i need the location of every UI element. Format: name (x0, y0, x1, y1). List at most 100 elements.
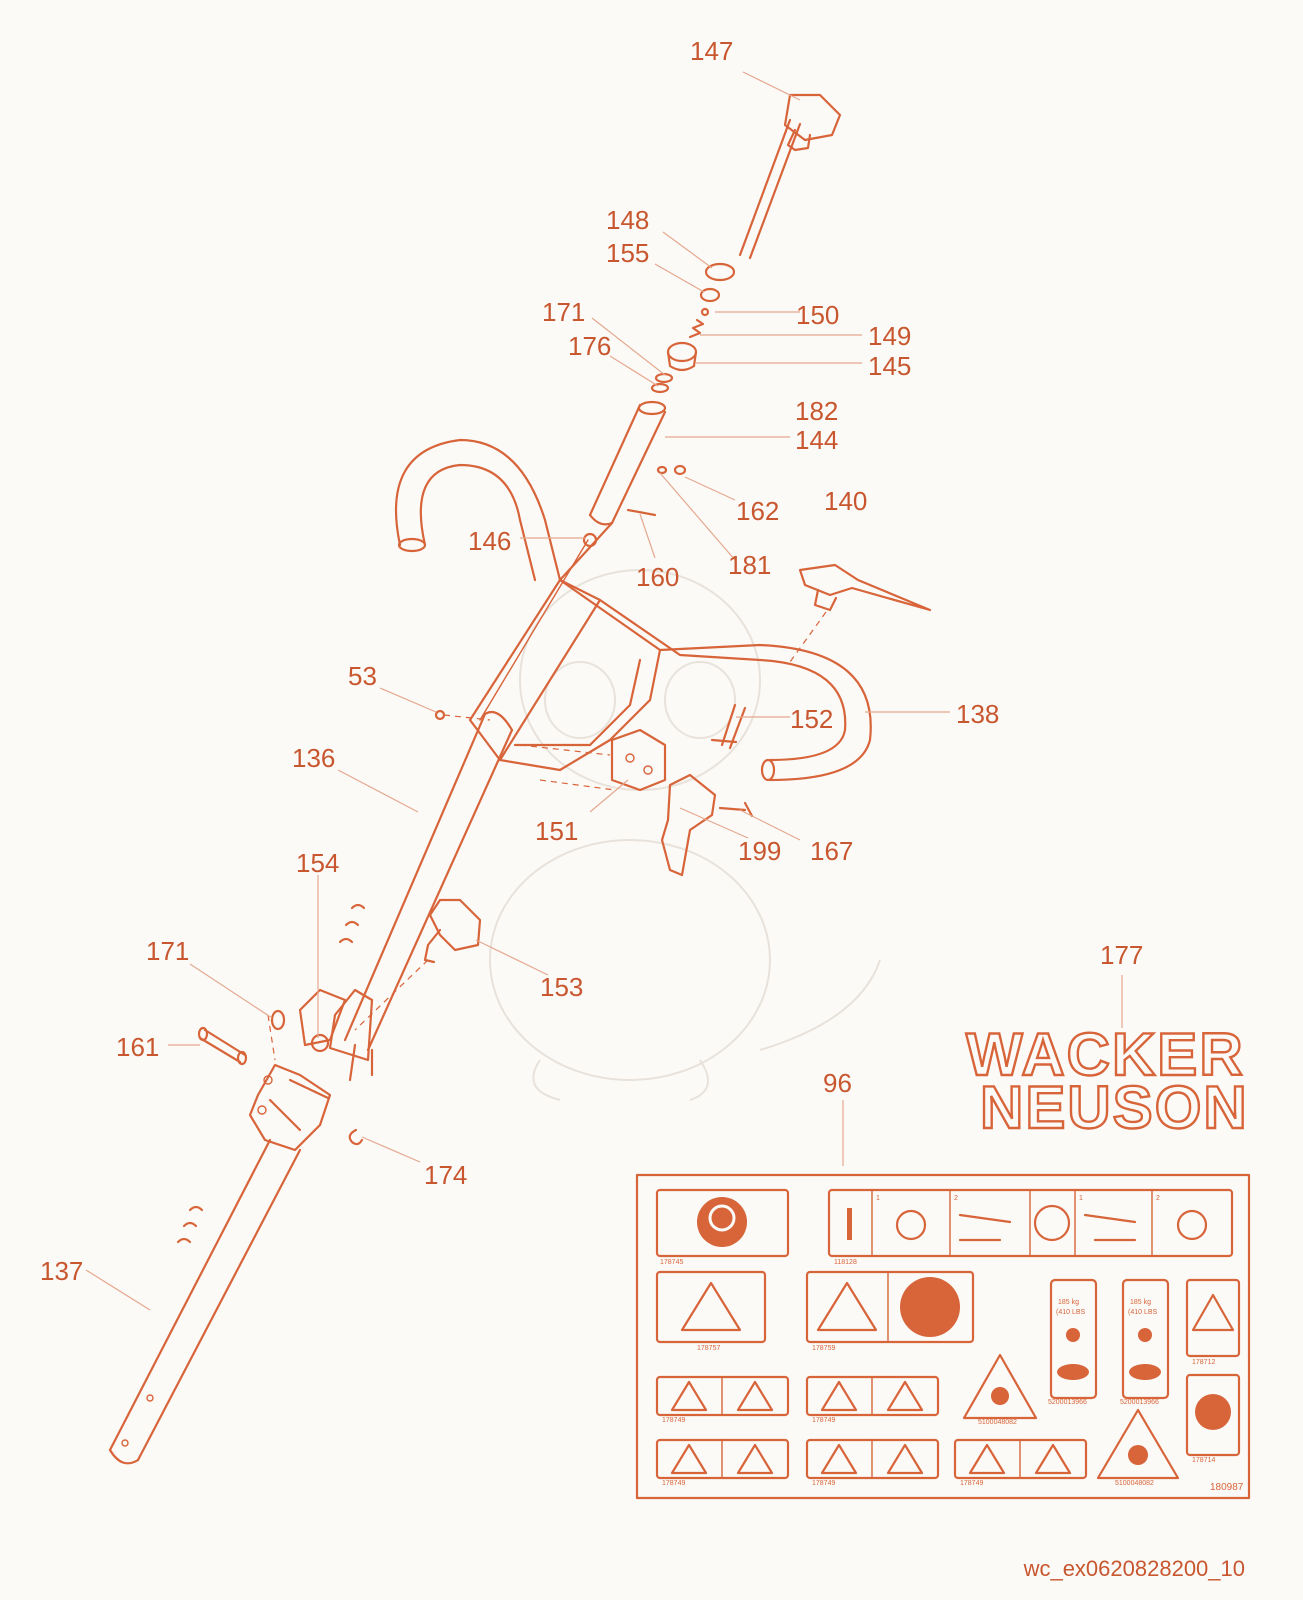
sleeve-tube-144 (558, 400, 667, 582)
label-181: 181 (728, 550, 771, 580)
part-labels: 147 148 155 171 150 176 149 145 182 144 … (40, 36, 1143, 1286)
pin-161 (197, 1026, 248, 1066)
cable-146 (479, 539, 589, 721)
label-171: 171 (542, 297, 585, 327)
label-161: 161 (116, 1032, 159, 1062)
svg-text:118128: 118128 (834, 1259, 857, 1266)
decal-pair-2: 178749 (805, 1375, 940, 1424)
label-151: 151 (535, 816, 578, 846)
decal-warning-read-manual: 178759 (805, 1270, 975, 1352)
handle-tube-lower-137 (108, 1138, 302, 1465)
label-199: 199 (738, 836, 781, 866)
decal-warning-small: 178712 (1185, 1278, 1241, 1366)
brand-logo: WACKER NEUSON (965, 1020, 1249, 1142)
svg-text:5200013966: 5200013966 (1048, 1399, 1087, 1406)
nut-162 (673, 464, 687, 476)
label-176: 176 (568, 331, 611, 361)
knob-153 (354, 898, 482, 1031)
decal-control-strip: 1 2 1 2 118128 (827, 1188, 1234, 1266)
label-160: 160 (636, 562, 679, 592)
bolt-167 (718, 801, 754, 818)
brand-line1: WACKER (966, 1021, 1245, 1088)
handle-tube-upper-136 (328, 710, 514, 1082)
bracket-199 (660, 773, 717, 877)
label-154: 154 (296, 848, 339, 878)
decal-lift-2: 185 kg (410 LBS 5200013966 (1120, 1278, 1170, 1406)
handlebar-138 (394, 438, 872, 782)
svg-text:178749: 178749 (812, 1417, 835, 1424)
svg-text:178712: 178712 (1192, 1359, 1215, 1366)
lever-140 (789, 563, 932, 663)
svg-text:2: 2 (954, 1195, 958, 1202)
label-146: 146 (468, 526, 511, 556)
sheet-code: 180987 (1210, 1482, 1244, 1493)
label-144: 144 (795, 425, 838, 455)
label-145: 145 (868, 351, 911, 381)
washer-171-lower (270, 1009, 286, 1031)
knob-rod-147 (738, 93, 842, 260)
label-177: 177 (1100, 940, 1143, 970)
label-138: 138 (956, 699, 999, 729)
svg-text:178749: 178749 (662, 1480, 685, 1487)
label-136: 136 (292, 743, 335, 773)
drawing-reference: wc_ex0620828200_10 (1023, 1556, 1245, 1581)
brand-line2: NEUSON (980, 1074, 1249, 1141)
decal-warning-1: 178757 (655, 1270, 767, 1352)
svg-text:5100048082: 5100048082 (1115, 1480, 1154, 1487)
svg-text:178757: 178757 (697, 1345, 720, 1352)
label-171-lower: 171 (146, 936, 189, 966)
decal-triangle-1: 5100048082 (962, 1353, 1038, 1426)
label-149: 149 (868, 321, 911, 351)
decal-pair-4: 178749 (805, 1438, 940, 1487)
ball-150 (700, 307, 710, 317)
label-153: 153 (540, 972, 583, 1002)
svg-text:178749: 178749 (960, 1480, 983, 1487)
label-148: 148 (606, 205, 649, 235)
svg-text:1: 1 (1079, 1195, 1083, 1202)
label-96: 96 (823, 1068, 852, 1098)
bolt-53 (434, 709, 446, 721)
spacer-155 (699, 287, 721, 303)
washer-181 (656, 465, 668, 475)
oring-171 (654, 372, 674, 384)
svg-text:178759: 178759 (812, 1345, 835, 1352)
oring-176 (650, 382, 670, 394)
svg-text:5100048082: 5100048082 (978, 1419, 1017, 1426)
label-147: 147 (690, 36, 733, 66)
label-162: 162 (736, 496, 779, 526)
decal-ppe: 178745 (655, 1188, 790, 1266)
cap-145 (666, 341, 698, 372)
svg-text:5200013966: 5200013966 (1120, 1399, 1159, 1406)
svg-text:178749: 178749 (812, 1480, 835, 1487)
decal-pair-1: 178749 (655, 1375, 790, 1424)
svg-text:178745: 178745 (660, 1259, 683, 1266)
hinge-bracket (248, 988, 347, 1152)
spring-149 (688, 318, 705, 339)
svg-text:2: 2 (1156, 1195, 1160, 1202)
washer-148 (704, 262, 736, 282)
label-53: 53 (348, 661, 377, 691)
label-137: 137 (40, 1256, 83, 1286)
decal-pair-5: 178749 (953, 1438, 1088, 1487)
bolt-152 (710, 703, 747, 750)
decal-crush: 178714 (1185, 1373, 1241, 1464)
svg-text:178749: 178749 (662, 1417, 685, 1424)
svg-text:185 kg: 185 kg (1130, 1299, 1151, 1306)
label-182: 182 (795, 396, 838, 426)
leader-lines (85, 71, 1123, 1311)
svg-text:1: 1 (876, 1195, 880, 1202)
decal-triangle-2: 5100048082 (1096, 1408, 1180, 1487)
decal-lift-1: 185 kg (410 LBS 5200013966 (1048, 1278, 1098, 1406)
label-155: 155 (606, 238, 649, 268)
decal-sheet: 178745 1 2 1 2 118128 178757 (635, 1173, 1251, 1500)
label-150: 150 (796, 300, 839, 330)
label-140: 140 (824, 486, 867, 516)
svg-text:185 kg: 185 kg (1058, 1299, 1079, 1306)
clamp-151 (519, 728, 667, 792)
svg-text:(410 LBS: (410 LBS (1056, 1309, 1086, 1316)
decal-pair-3: 178749 (655, 1438, 790, 1487)
clip-174 (348, 1128, 364, 1146)
svg-text:178714: 178714 (1192, 1457, 1215, 1464)
label-174: 174 (424, 1160, 467, 1190)
